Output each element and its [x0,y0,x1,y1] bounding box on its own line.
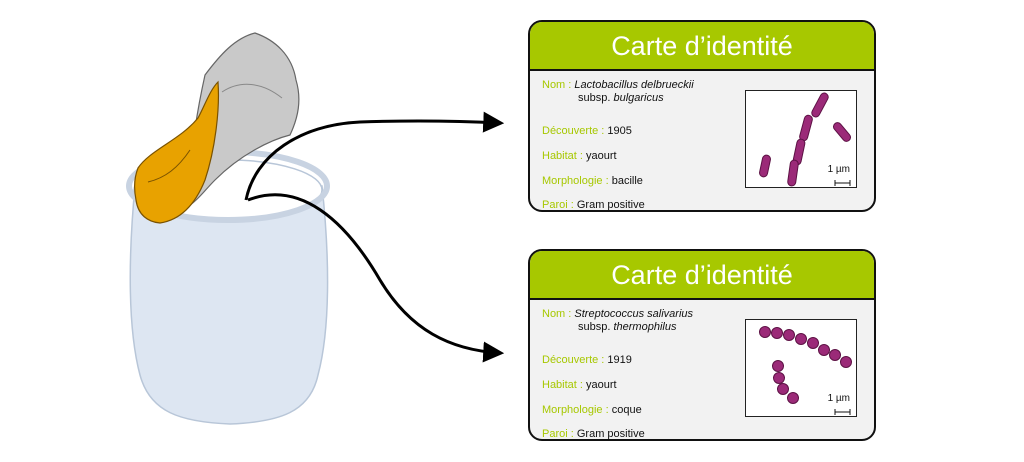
coccus-cell [787,392,799,404]
discovery-field: Découverte : 1905 [542,125,632,137]
habitat-field: Habitat : yaourt [542,150,617,162]
card-title: Carte d’identité [530,251,874,300]
coccus-cell [783,329,795,341]
bacillus-cell [759,154,771,178]
coccus-cell [771,327,783,339]
habitat-field: Habitat : yaourt [542,379,617,391]
arrow-to-card-1 [244,111,505,201]
coccus-cell [829,349,841,361]
coccus-cell [759,326,771,338]
lid-orange [134,80,220,224]
coccus-cell [840,356,852,368]
coccus-cell [773,372,785,384]
coccus-cell [772,360,784,372]
species-name: Streptococcus salivarius [574,308,694,320]
discovery-field: Découverte : 1919 [542,354,632,366]
identity-card-streptococcus: Carte d’identité Nom : Streptococcus sal… [528,249,876,441]
coccus-cell [818,344,830,356]
name-field: Nom : Streptococcus salivarius subsp. th… [542,308,694,333]
name-field: Nom : Lactobacillus delbrueckii subsp. b… [542,79,694,104]
micrograph-bacilli: 1 µm [745,90,857,188]
micrograph-cocci: 1 µm [745,319,857,417]
yogurt-jar [129,185,329,425]
subspecies: subsp. thermophilus [578,321,677,333]
morphology-field: Morphologie : bacille [542,175,643,187]
cell-wall-field: Paroi : Gram positive [542,428,645,440]
morphology-field: Morphologie : coque [542,404,642,416]
subspecies: subsp. bulgaricus [578,92,664,104]
cell-wall-field: Paroi : Gram positive [542,199,645,211]
bacillus-cell [799,114,813,142]
yogurt-illustration [126,32,505,425]
scale-label: 1 µm [827,164,850,175]
identity-card-lactobacillus: Carte d’identité Nom : Lactobacillus del… [528,20,876,212]
card-title: Carte d’identité [530,22,874,71]
coccus-cell [777,383,789,395]
arrow-to-card-2 [247,193,505,363]
coccus-cell [807,337,819,349]
species-name: Lactobacillus delbrueckii [574,79,694,91]
bacillus-cell [811,92,829,118]
bacillus-cell [787,159,799,187]
coccus-cell [795,333,807,345]
bacillus-cell [833,122,851,142]
scale-label: 1 µm [827,393,850,404]
